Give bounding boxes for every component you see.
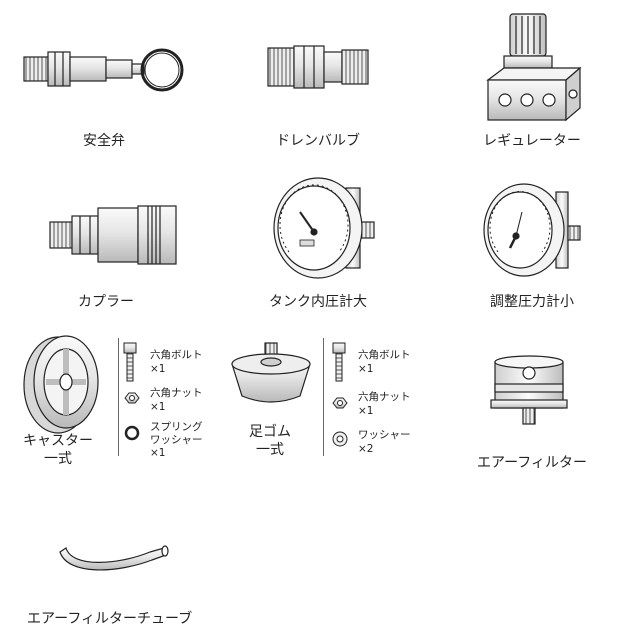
label-tank-gauge: タンク内圧計大: [269, 294, 367, 310]
caster-hex-nut-qty: ×1: [150, 401, 166, 413]
label-regulator: レギュレーター: [483, 133, 581, 149]
label-foot-line1: 足ゴム: [249, 424, 291, 440]
label-air-filter: エアーフィルター: [476, 455, 588, 471]
caster-spring-washer-qty: ×1: [150, 447, 166, 459]
foot-hex-bolt-qty: ×1: [358, 363, 374, 375]
caster-spring-washer-label-1: スプリング: [150, 421, 203, 433]
regulator-gauge-illustration: [483, 183, 581, 277]
caster-hex-nut-label: 六角ナット: [150, 387, 203, 399]
label-foot-line2: 一式: [256, 442, 284, 458]
foot-hex-bolt-label: 六角ボルト: [358, 349, 411, 361]
caster-spring-washer-label-2: ワッシャー: [150, 434, 203, 446]
caster-hex-bolt-qty: ×1: [150, 363, 166, 375]
foot-hex-nut-qty: ×1: [358, 405, 374, 417]
foot-washer-label: ワッシャー: [358, 429, 411, 441]
caster-hardware-icons: [123, 342, 140, 441]
air-filter-illustration: [490, 355, 568, 425]
tank-gauge-illustration: [273, 177, 375, 279]
safety-valve-illustration: [23, 48, 184, 92]
foot-hardware-bracket: [323, 338, 324, 456]
drain-valve-illustration: [267, 45, 369, 89]
coupler-illustration: [49, 205, 177, 265]
label-coupler: カプラー: [78, 294, 134, 310]
label-air-filter-tube: エアーフィルターチューブ: [27, 611, 193, 627]
label-caster-line1: キャスター: [23, 433, 93, 449]
rubber-foot-illustration: [231, 342, 311, 403]
label-caster-line2: 一式: [44, 451, 72, 467]
label-drain-valve: ドレンバルブ: [276, 133, 360, 149]
foot-hex-nut-label: 六角ナット: [358, 391, 411, 403]
foot-washer-qty: ×2: [358, 443, 374, 455]
air-filter-tube-illustration: [59, 545, 169, 571]
caster-hardware-bracket: [118, 338, 119, 456]
label-safety-valve: 安全弁: [83, 133, 125, 149]
caster-hex-bolt-label: 六角ボルト: [150, 349, 203, 361]
label-regulator-gauge: 調整圧力計小: [490, 294, 574, 310]
regulator-illustration: [486, 13, 582, 122]
foot-hardware-icons: [332, 342, 348, 447]
caster-wheel-illustration: [23, 335, 99, 434]
